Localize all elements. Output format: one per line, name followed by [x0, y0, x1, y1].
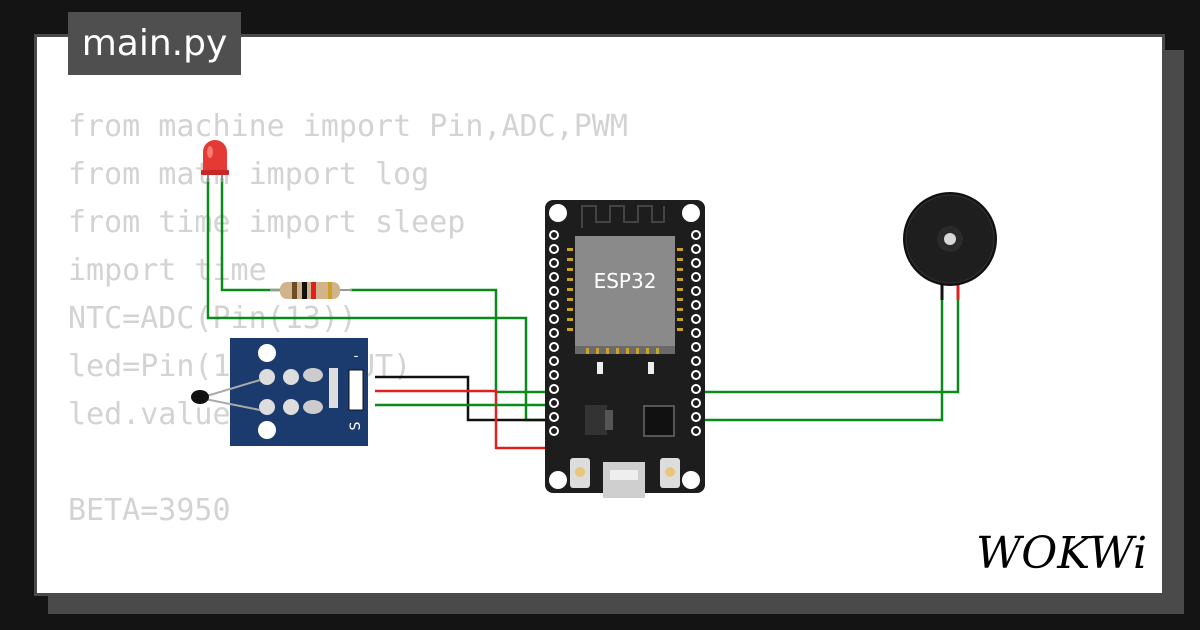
file-tab[interactable]: main.py: [68, 12, 241, 75]
chip-label: ESP32: [594, 269, 657, 293]
esp32-board-icon[interactable]: ESP32: [545, 200, 705, 498]
code-line: from machine import Pin,ADC,PWM: [68, 109, 628, 144]
led-icon[interactable]: [201, 140, 229, 182]
thermistor-module-icon[interactable]: - S: [191, 338, 368, 446]
wokwi-logo-text: WOKWi: [976, 528, 1147, 578]
wire-buzzer-neg: [696, 292, 944, 422]
code-line: from time import sleep: [68, 205, 466, 240]
code-line: BETA=3950: [68, 493, 231, 528]
resistor-icon[interactable]: [270, 282, 352, 299]
wire-buzzer-pos: [696, 292, 960, 394]
wokwi-logo: WOKWi: [976, 528, 1147, 578]
sensor-signal-label: S: [348, 421, 364, 430]
code-line: def calc_t():: [68, 583, 628, 593]
wires: [206, 178, 960, 450]
wire-led-anode: [220, 178, 282, 292]
sensor-minus-label: -: [354, 349, 359, 364]
wire-sensor-gnd: [375, 375, 548, 422]
code-line: import time: [68, 253, 267, 288]
buzzer-icon[interactable]: [903, 192, 997, 300]
